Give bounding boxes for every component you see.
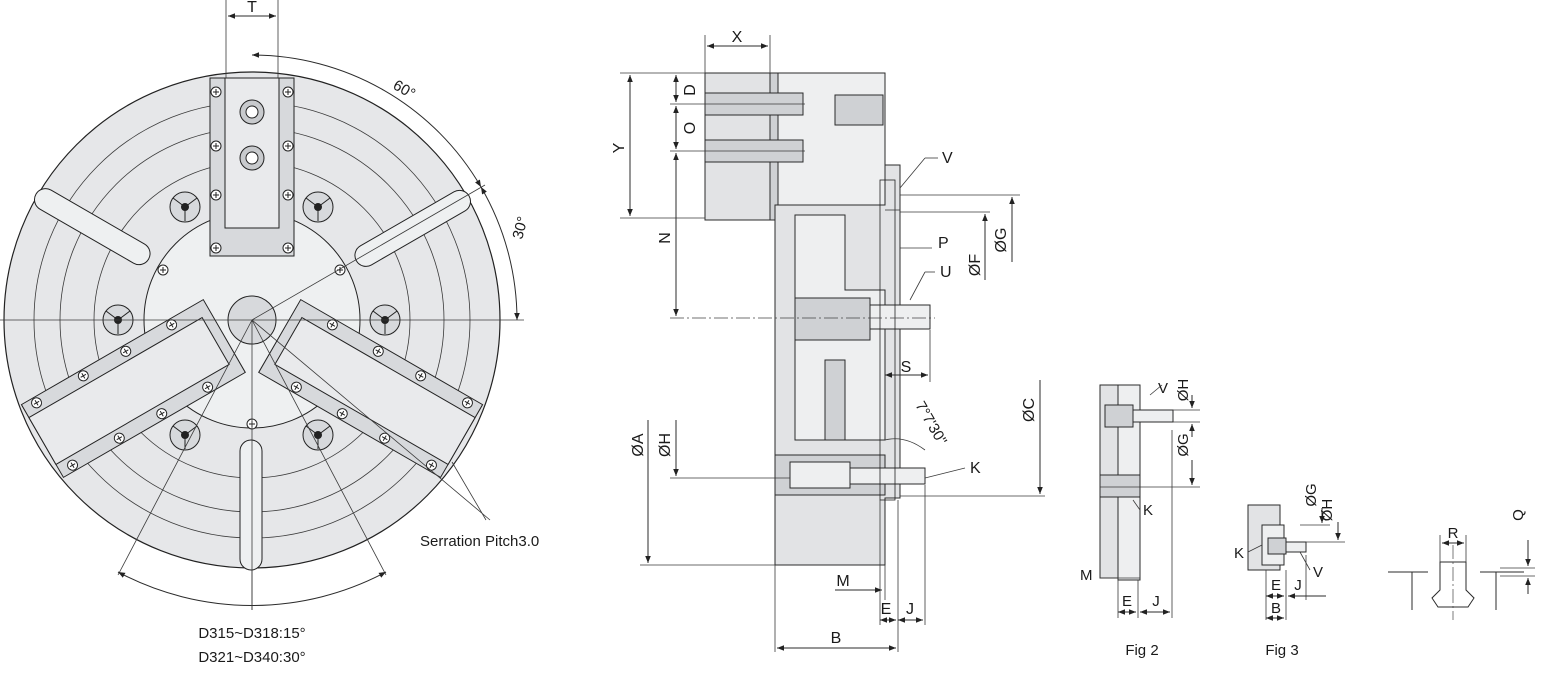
label-angle: 7°7'30" bbox=[912, 399, 951, 449]
front-view: T 60° 30° Serration Pitch3.0 D315~D318:1… bbox=[0, 0, 539, 666]
fig3-label-E: E bbox=[1271, 577, 1281, 594]
label-D: D bbox=[682, 84, 699, 96]
side-view: X Y D O N V P U S ØF bbox=[611, 29, 1045, 652]
fig3-label-K: K bbox=[1234, 545, 1244, 562]
fig3-label-H: ØH bbox=[1319, 499, 1336, 522]
label-T: T bbox=[247, 0, 257, 16]
serration-detail: R Q bbox=[1388, 509, 1535, 620]
label-E: E bbox=[881, 601, 892, 618]
fig3: ØG ØH K V E J B Fig 3 bbox=[1234, 483, 1345, 659]
fig2-label-H: ØH bbox=[1175, 379, 1192, 402]
label-B: B bbox=[831, 630, 842, 647]
jaw-lower-right bbox=[258, 298, 484, 479]
fig2-label-G: ØG bbox=[1175, 433, 1192, 456]
label-C: ØC bbox=[1021, 398, 1038, 422]
fig2-caption: Fig 2 bbox=[1125, 642, 1158, 659]
label-P: P bbox=[938, 235, 949, 252]
label-J: J bbox=[906, 601, 914, 618]
label-O: O bbox=[682, 122, 699, 134]
fig3-label-V: V bbox=[1313, 564, 1323, 581]
label-S: S bbox=[901, 359, 912, 376]
fig3-label-G: ØG bbox=[1303, 483, 1320, 506]
jaw-lower-left bbox=[20, 298, 246, 479]
detail-label-R: R bbox=[1448, 525, 1459, 542]
note-line-1: D315~D318:15° bbox=[198, 625, 305, 642]
fig2-label-J: J bbox=[1152, 593, 1160, 610]
label-K: K bbox=[970, 460, 981, 477]
fig3-label-B: B bbox=[1271, 600, 1281, 617]
label-serration: Serration Pitch3.0 bbox=[420, 533, 539, 550]
label-angle-60: 60° bbox=[390, 77, 418, 103]
slots bbox=[34, 188, 471, 571]
label-G: ØG bbox=[993, 228, 1010, 253]
label-H: ØH bbox=[657, 433, 674, 457]
note-line-2: D321~D340:30° bbox=[198, 649, 305, 666]
fig2: V ØH ØG K M E J Fig 2 bbox=[1080, 379, 1200, 659]
label-N: N bbox=[657, 232, 674, 244]
detail-label-Q: Q bbox=[1510, 509, 1527, 521]
fig3-caption: Fig 3 bbox=[1265, 642, 1298, 659]
label-M: M bbox=[836, 573, 849, 590]
label-X: X bbox=[732, 29, 743, 46]
label-U: U bbox=[940, 264, 952, 281]
label-V: V bbox=[942, 150, 953, 167]
fig2-label-M: M bbox=[1080, 567, 1093, 584]
jaw-top bbox=[209, 77, 295, 257]
label-A: ØA bbox=[630, 433, 647, 456]
label-angle-30: 30° bbox=[509, 215, 531, 241]
fig2-label-K: K bbox=[1143, 502, 1153, 519]
fig2-label-V: V bbox=[1158, 380, 1168, 397]
fig3-label-J: J bbox=[1294, 577, 1302, 594]
fig2-label-E: E bbox=[1122, 593, 1132, 610]
label-Y: Y bbox=[611, 142, 628, 153]
label-F: ØF bbox=[967, 254, 984, 276]
